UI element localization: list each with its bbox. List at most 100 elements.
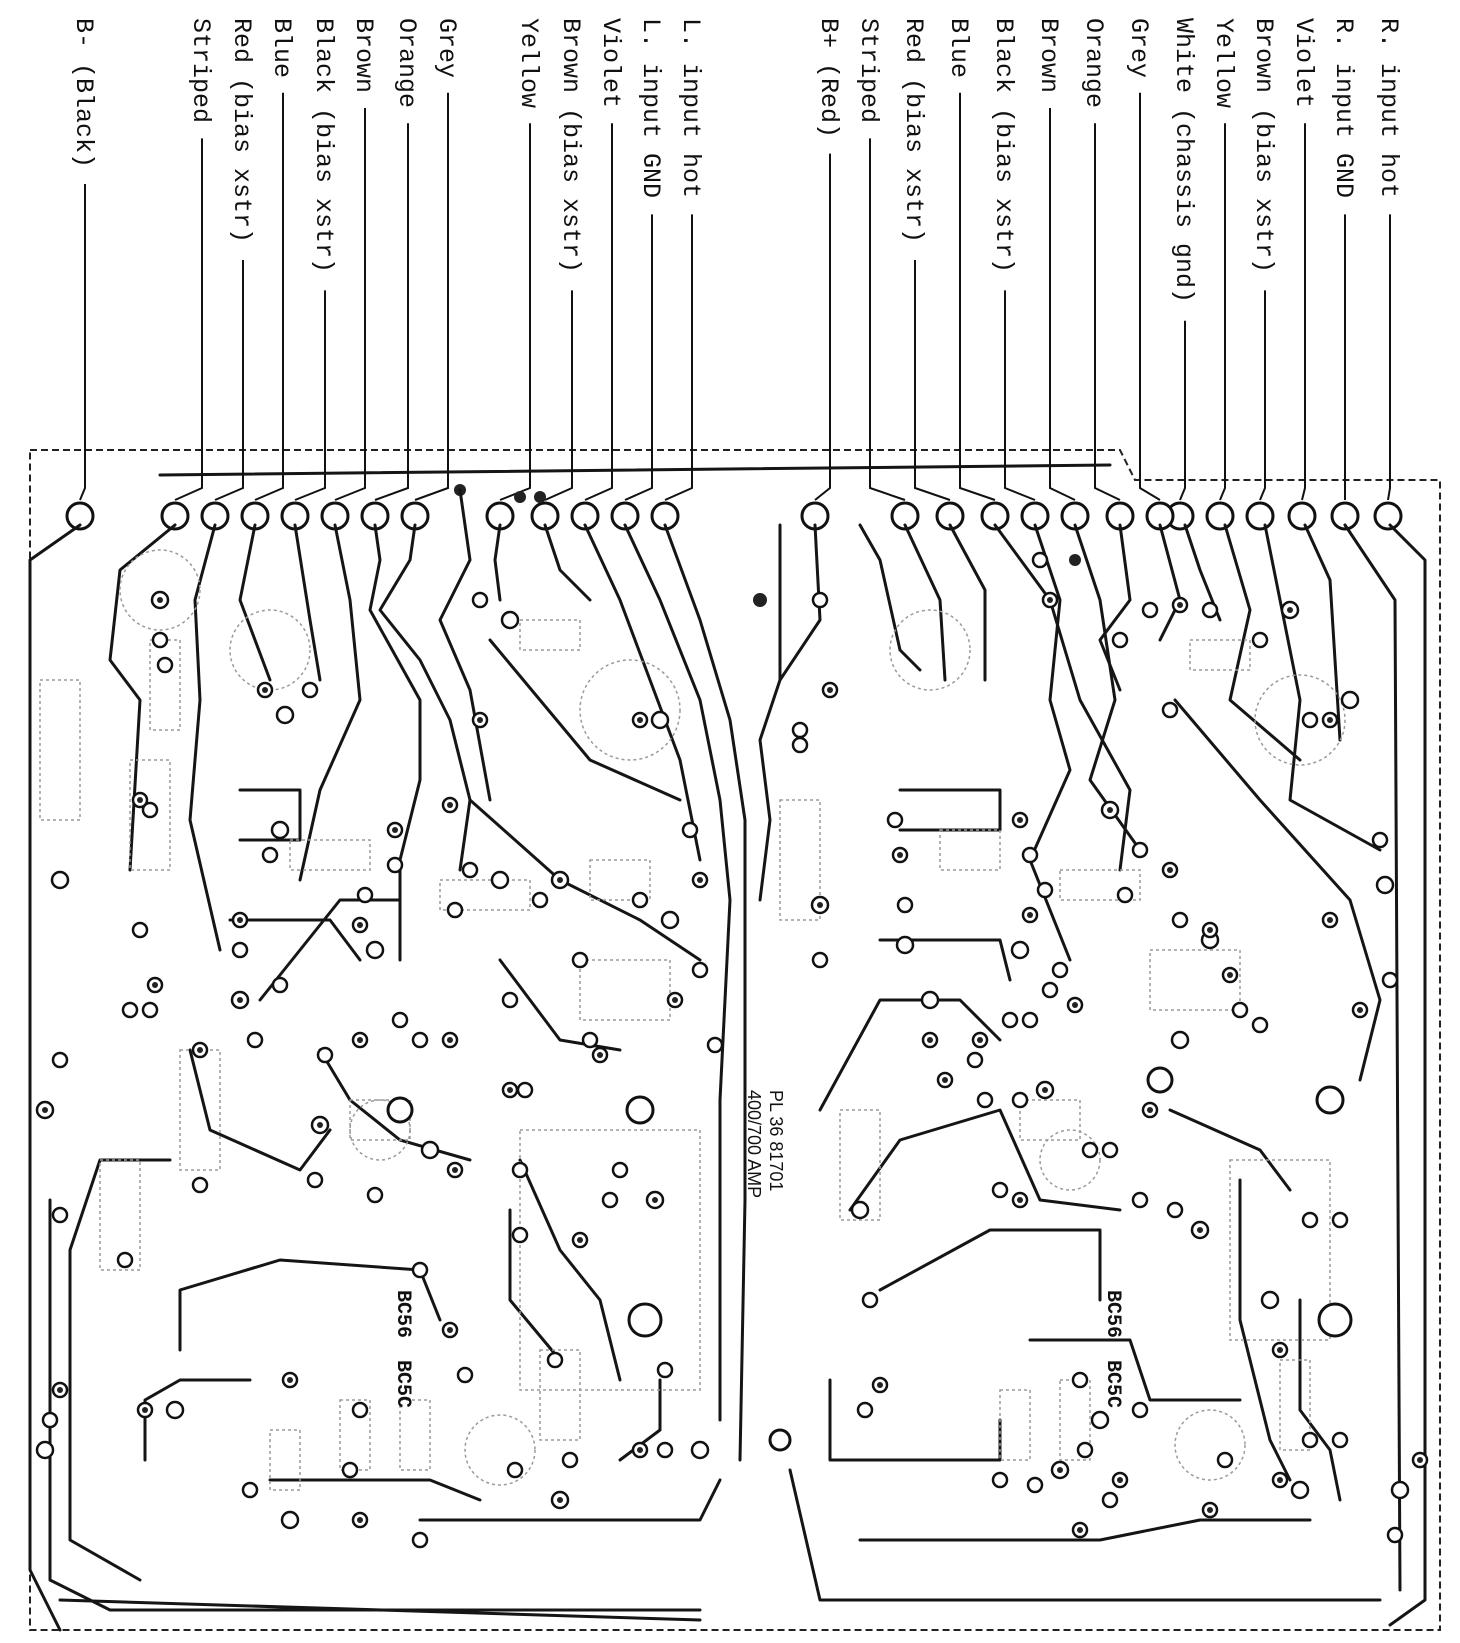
component-pad — [50, 870, 70, 890]
component-pad — [581, 1031, 599, 1049]
component-pad — [1041, 981, 1059, 999]
component-pad — [116, 1251, 134, 1269]
component-pad — [691, 961, 709, 979]
component-pad — [546, 1351, 564, 1369]
left-channel-wire-label: Brown — [349, 18, 378, 93]
component-pad — [351, 1401, 369, 1419]
transistor-marking-left-bottom: BC5C — [391, 1360, 414, 1408]
right-channel-wire-label: Striped — [854, 18, 883, 123]
component-pad — [511, 1161, 529, 1179]
pad-hole — [877, 1382, 883, 1388]
component-pad — [51, 1206, 69, 1224]
pad-hole — [1417, 1457, 1423, 1463]
component-pad — [411, 1531, 429, 1549]
component-pad — [131, 921, 149, 939]
component-pad — [270, 820, 290, 840]
component-pad — [850, 1200, 870, 1220]
right-channel-wire-label: Orange — [1079, 18, 1108, 108]
component-pad — [456, 1366, 474, 1384]
pad-hole — [637, 1447, 643, 1453]
pad-hole — [1357, 1007, 1363, 1013]
component-pad — [461, 861, 479, 879]
pad-hole — [1277, 1347, 1283, 1353]
right-channel-wire-label: Violet — [1289, 18, 1318, 108]
svg-text:BC56: BC56 — [391, 1290, 414, 1338]
component-pad — [506, 1461, 524, 1479]
left-channel-traces — [28, 488, 747, 1632]
right-channel-wire-label: Grey — [1124, 18, 1153, 78]
component-pad — [656, 1361, 674, 1379]
pad-hole — [557, 877, 563, 883]
pad-hole — [157, 597, 163, 603]
pad-hole — [597, 1052, 603, 1058]
pad-hole — [1277, 1477, 1283, 1483]
component-pad — [51, 1051, 69, 1069]
right-channel-wire-leader-line — [1179, 320, 1186, 501]
component-pad — [561, 1451, 579, 1469]
left-channel-wire-label: Black (bias xstr) — [309, 18, 338, 273]
pad-hole — [1077, 1527, 1083, 1533]
pad-hole — [652, 1197, 658, 1203]
right-channel-wire-leader-line — [1301, 123, 1306, 501]
component-pad — [156, 656, 174, 674]
left-channel-wire-label: L. input hot — [676, 18, 705, 198]
left-channel-wire-label: B- (Black) — [69, 18, 98, 168]
right-channel-wire-leader-line — [1139, 92, 1161, 501]
component-pad — [1331, 1431, 1349, 1449]
wire-connection-pads — [65, 484, 1403, 566]
pad-hole — [507, 1087, 513, 1093]
pad-hole — [477, 717, 483, 723]
pad-hole — [287, 1377, 293, 1383]
pad-hole — [1117, 1477, 1123, 1483]
component-pad — [1111, 631, 1129, 649]
via-dot — [1069, 554, 1081, 566]
component-pad — [1021, 1011, 1039, 1029]
transistor-marking-right-bottom: BC5C — [1101, 1360, 1124, 1408]
svg-text:BC5C: BC5C — [391, 1360, 414, 1408]
component-pad — [246, 1031, 264, 1049]
right-channel-wire-label: Yellow — [1209, 18, 1238, 108]
pad-hole — [557, 1497, 563, 1503]
component-pad — [611, 1161, 629, 1179]
left-channel-wire-label: Striped — [186, 18, 215, 123]
component-pad — [1301, 711, 1319, 729]
component-pad — [261, 846, 279, 864]
component-pad — [1216, 1451, 1234, 1469]
component-pad — [1251, 631, 1269, 649]
component-pad — [501, 991, 519, 1009]
component-pad — [341, 1461, 359, 1479]
left-channel-wire-leader-line — [499, 123, 531, 501]
component-pad — [121, 1001, 139, 1019]
left-channel-wire-leader-line — [544, 290, 573, 501]
pad-hole — [1072, 1002, 1078, 1008]
pad-hole — [1207, 927, 1213, 933]
pad-hole — [1047, 597, 1053, 603]
component-pad — [241, 1481, 259, 1499]
left-channel-wire-leader-line — [214, 260, 244, 501]
pad-hole — [1017, 1197, 1023, 1203]
pad-hole — [1057, 1467, 1063, 1473]
pad-hole — [452, 1167, 458, 1173]
component-pad — [706, 1036, 724, 1054]
component-pad — [1331, 1211, 1349, 1229]
left-channel-wire-leader-line — [294, 290, 326, 501]
board-marking: PL 36 81701 400/700 AMP — [744, 1090, 786, 1198]
component-pad — [1251, 1016, 1269, 1034]
component-pad — [1001, 1011, 1019, 1029]
left-channel-wire-leader-line — [584, 123, 613, 501]
component-pad — [1101, 1491, 1119, 1509]
left-channel-wire-leader-line — [664, 214, 693, 501]
component-pad — [151, 631, 169, 649]
component-pad — [1131, 841, 1149, 859]
pad-hole — [1107, 807, 1113, 813]
wire-pad — [65, 501, 95, 531]
right-channel-wire-leader-line — [1004, 290, 1036, 501]
component-pad — [1390, 1480, 1410, 1500]
component-pad — [301, 681, 319, 699]
component-pad — [1166, 1201, 1184, 1219]
component-pad — [1026, 1476, 1044, 1494]
left-channel-wire-leader-line — [334, 108, 366, 501]
wire-pad — [1330, 501, 1360, 531]
wire-pad — [610, 501, 640, 531]
